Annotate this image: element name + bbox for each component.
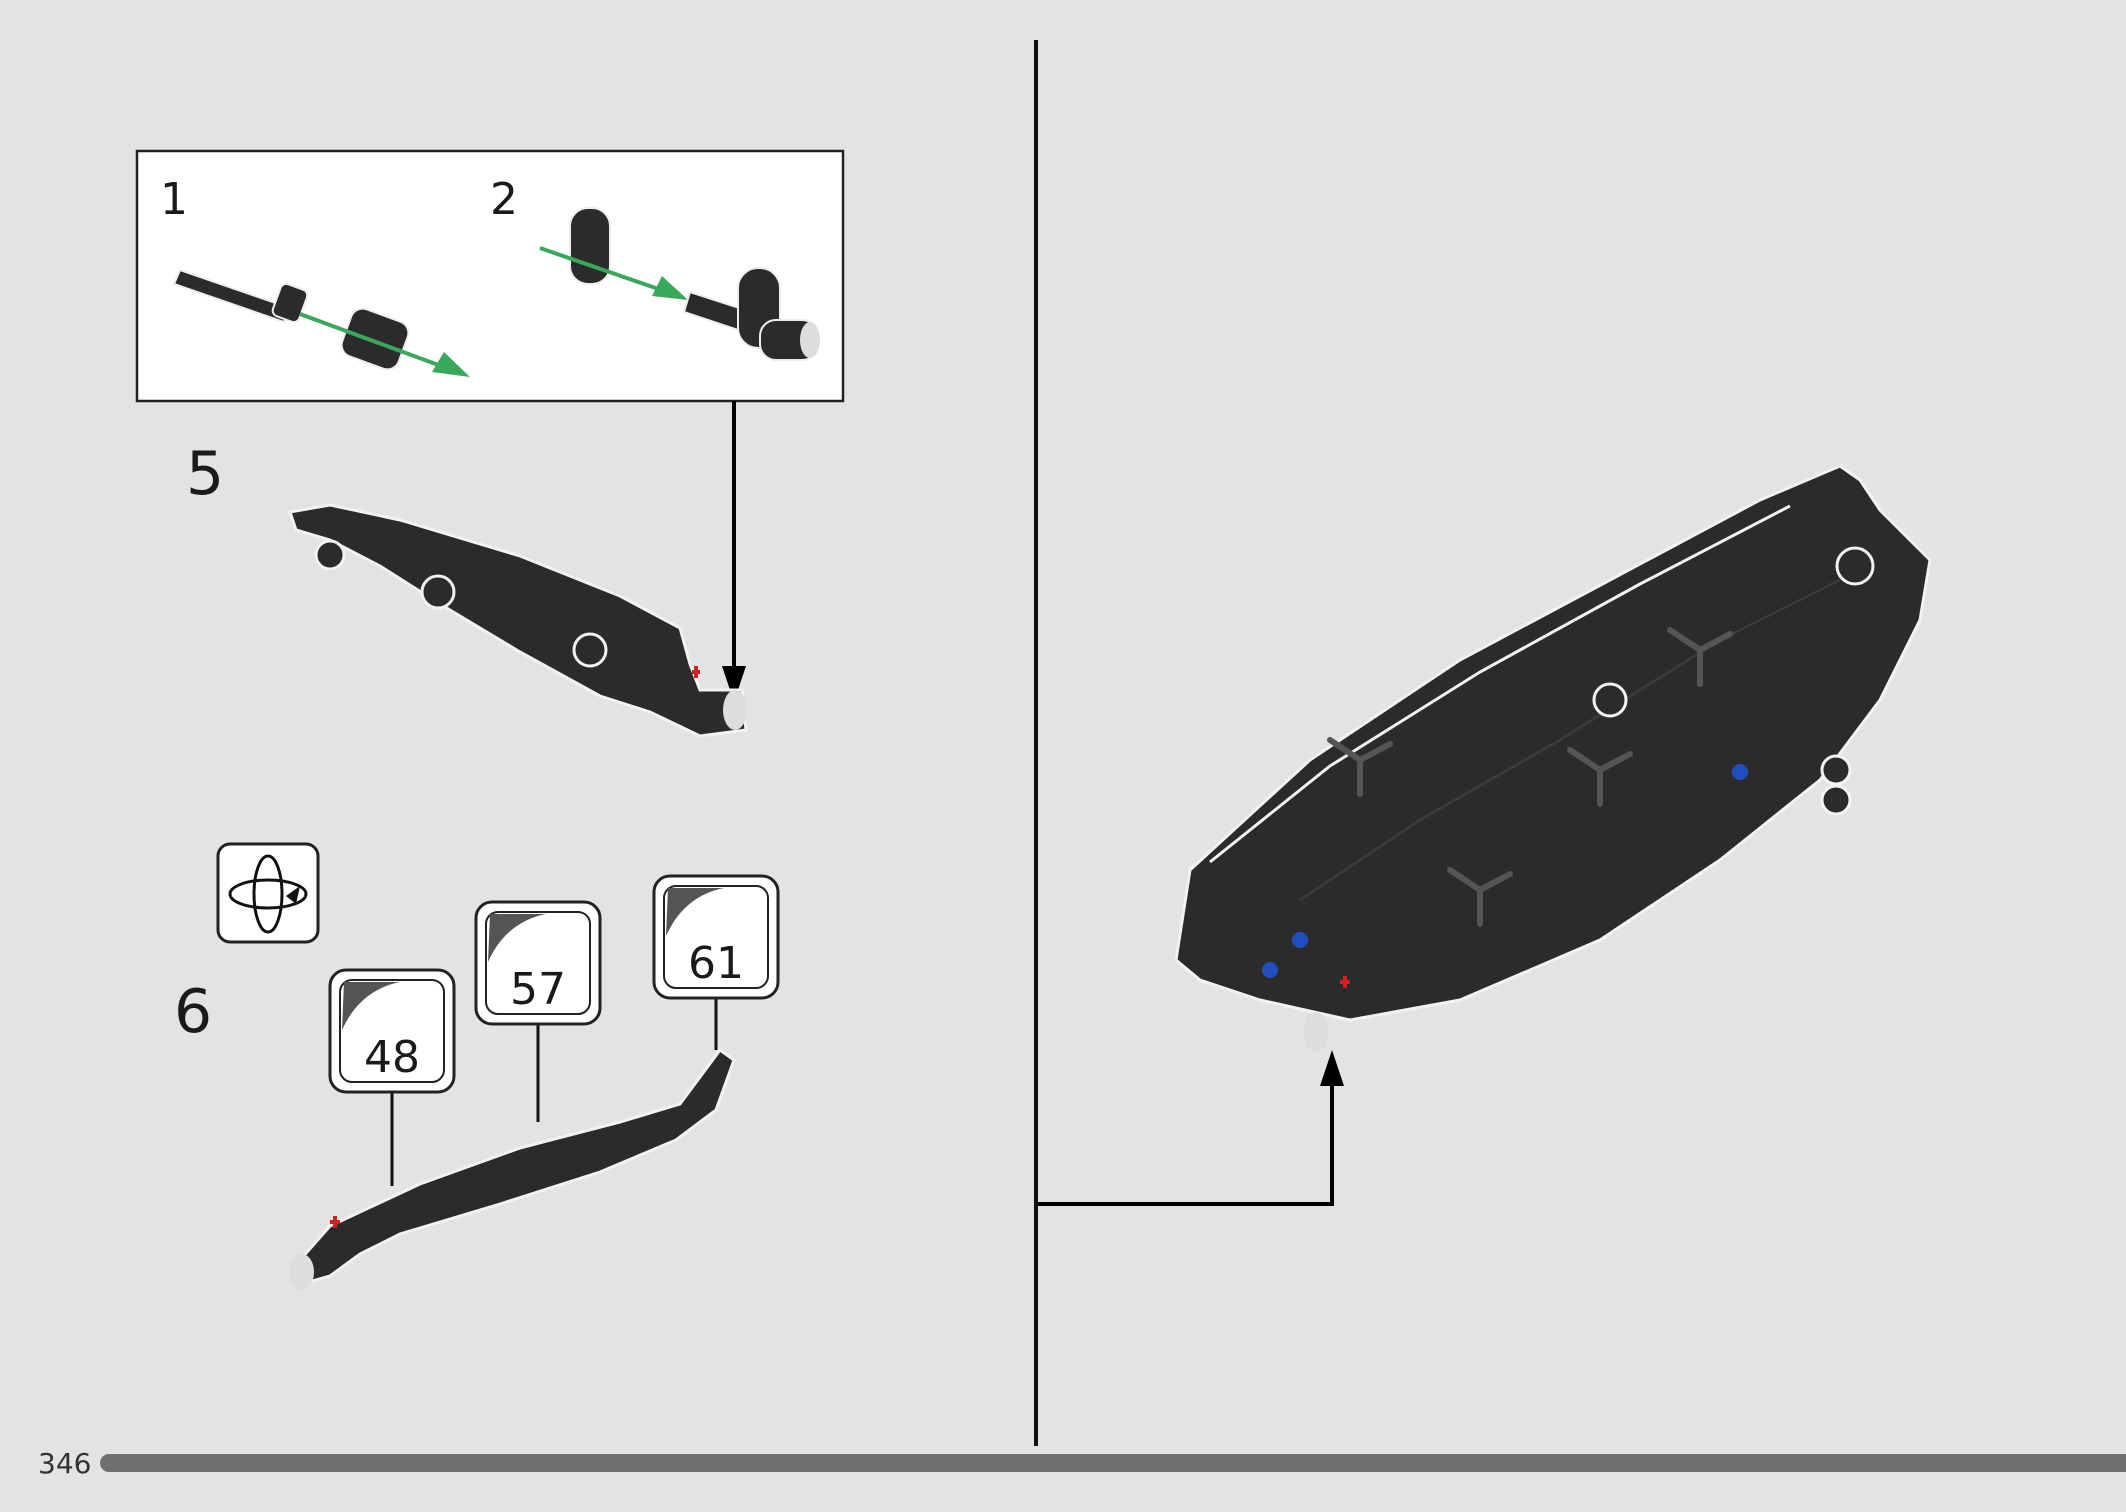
substep-2-label: 2 (490, 174, 518, 225)
rotate-model-icon (216, 842, 320, 944)
sticker-48-box (328, 968, 456, 1094)
substep-2-art (539, 207, 820, 361)
arrow-icon (722, 666, 746, 702)
sticker-48-label: 48 (364, 1032, 420, 1083)
insert-arrow-line (1038, 1080, 1334, 1206)
step-5-number: 5 (186, 439, 225, 509)
sticker-61-box (652, 874, 780, 1000)
progress-bar (100, 1454, 2126, 1472)
substep-1-label: 1 (160, 174, 188, 225)
callout-box (135, 149, 845, 403)
substep-1-art (172, 268, 470, 377)
main-assembly-model (1174, 464, 1932, 1052)
sticker-57-box (474, 900, 602, 1026)
page-number: 346 (38, 1447, 92, 1480)
step-5-model (288, 503, 748, 738)
sticker-57-label: 57 (510, 964, 566, 1015)
sticker-61-label: 61 (688, 938, 744, 989)
step-6-number: 6 (174, 977, 213, 1047)
arrow-icon (1320, 1050, 1344, 1086)
step-6-model (290, 998, 736, 1290)
